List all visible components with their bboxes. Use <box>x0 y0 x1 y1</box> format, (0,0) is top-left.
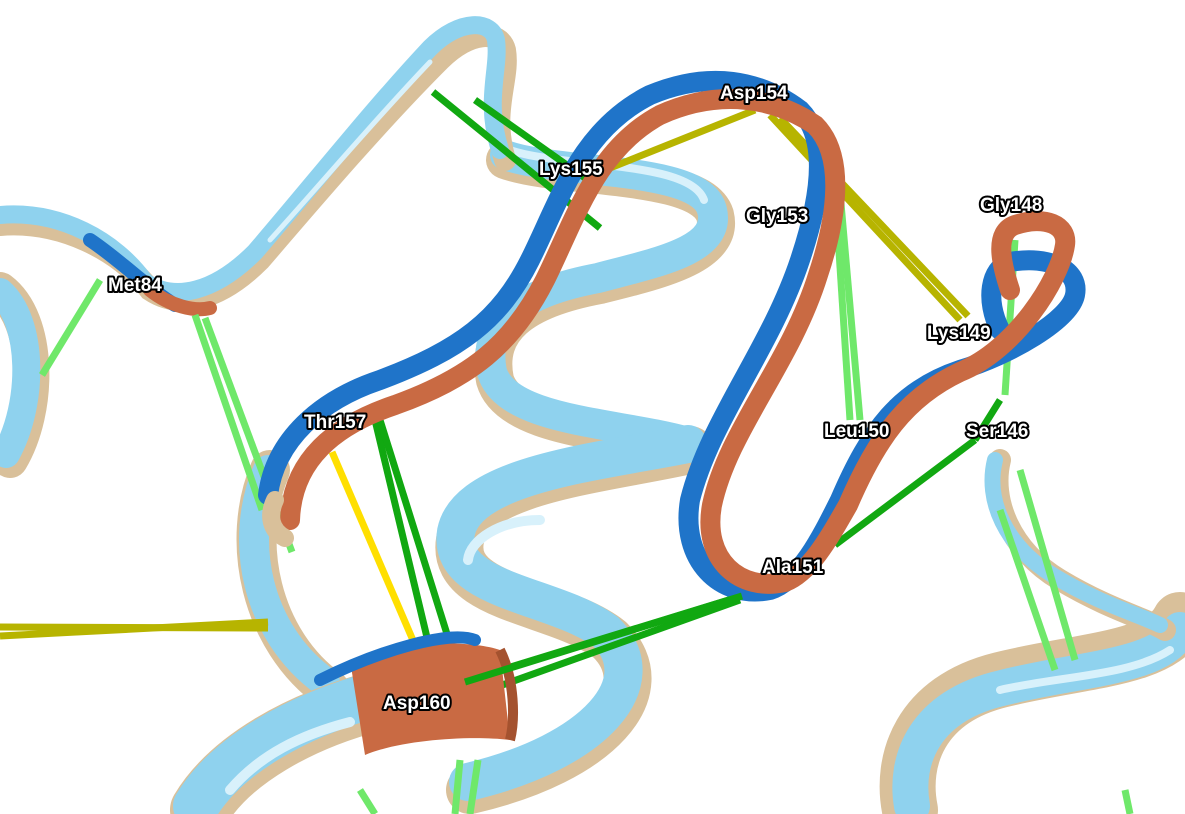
helix-right-bottom <box>879 592 1185 814</box>
label-gly148: Gly148 <box>980 195 1042 216</box>
label-asp154: Asp154 <box>720 83 788 104</box>
label-lys155: Lys155 <box>539 159 603 180</box>
loop-top-left <box>0 16 517 317</box>
label-asp160: Asp160 <box>383 693 451 714</box>
label-lys149: Lys149 <box>927 323 991 344</box>
loop-front-blue <box>258 70 1086 602</box>
residue-labels: Asp154 Lys155 Gly153 Gly148 Met84 Lys149… <box>106 81 1044 716</box>
label-ala151: Ala151 <box>762 557 824 578</box>
label-ser146: Ser146 <box>966 421 1028 442</box>
contact-lines-green-front <box>463 592 744 686</box>
contact-lines-yellow <box>328 450 419 647</box>
helix-lower-center <box>435 425 714 814</box>
label-met84: Met84 <box>108 275 162 296</box>
label-leu150: Leu150 <box>824 421 889 442</box>
label-gly153: Gly153 <box>746 206 808 227</box>
label-thr157: Thr157 <box>304 412 366 433</box>
loop-front-orange <box>262 89 1076 594</box>
helix-asp160-segment <box>314 631 518 755</box>
helix-far-left <box>0 272 50 478</box>
